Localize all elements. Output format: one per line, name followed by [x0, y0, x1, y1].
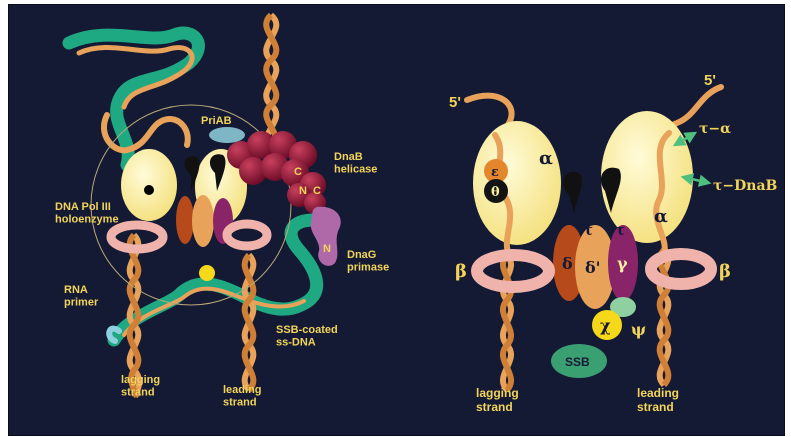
chi-subunit-left — [199, 265, 215, 281]
ssb-coated-strand-bottom — [114, 220, 317, 340]
label-beta-right: β — [719, 261, 731, 282]
label-tau-alpha: τ−α — [699, 121, 731, 137]
label-ssb: SSB — [565, 355, 590, 369]
delta-subunit-left — [176, 196, 194, 244]
label-c-terminal-2: C — [313, 185, 321, 197]
beta-clamp-left-b — [227, 224, 267, 246]
label-beta-left: β — [455, 261, 467, 282]
label-tau-right: τ — [615, 221, 625, 239]
dnag-primase — [311, 207, 341, 266]
label-n-terminal-2: N — [323, 243, 331, 255]
label-chi: χ — [600, 316, 611, 335]
alpha-core-left — [473, 121, 561, 245]
priab-protein — [209, 127, 245, 143]
label-n-terminal-1: N — [299, 185, 307, 197]
label-alpha-right: α — [654, 206, 668, 227]
label-delta: δ — [562, 254, 573, 273]
delta-prime-subunit-left — [192, 195, 214, 247]
label-theta: θ — [491, 185, 500, 200]
label-epsilon: ε — [491, 165, 499, 180]
label-tau-dnab: τ−DnaB — [713, 178, 778, 194]
pol3-black-dot — [144, 185, 154, 195]
right-panel: 5' 5' α α ε θ τ τ τ−α τ−DnaB β β δ δ' γ … — [449, 72, 778, 414]
label-psi: ψ — [631, 320, 646, 339]
label-gamma: γ — [617, 254, 628, 273]
beta-clamp-left — [477, 255, 549, 287]
label-5-prime-left: 5' — [449, 94, 461, 111]
label-priab: PriAB — [201, 115, 232, 127]
label-tau-left: τ — [583, 221, 593, 239]
label-delta-prime: δ' — [585, 258, 601, 277]
label-c-terminal-1: C — [294, 166, 302, 178]
tau-hook-left-right-panel — [563, 172, 582, 213]
label-alpha-left: α — [539, 148, 553, 169]
label-5-prime-right: 5' — [704, 72, 716, 89]
